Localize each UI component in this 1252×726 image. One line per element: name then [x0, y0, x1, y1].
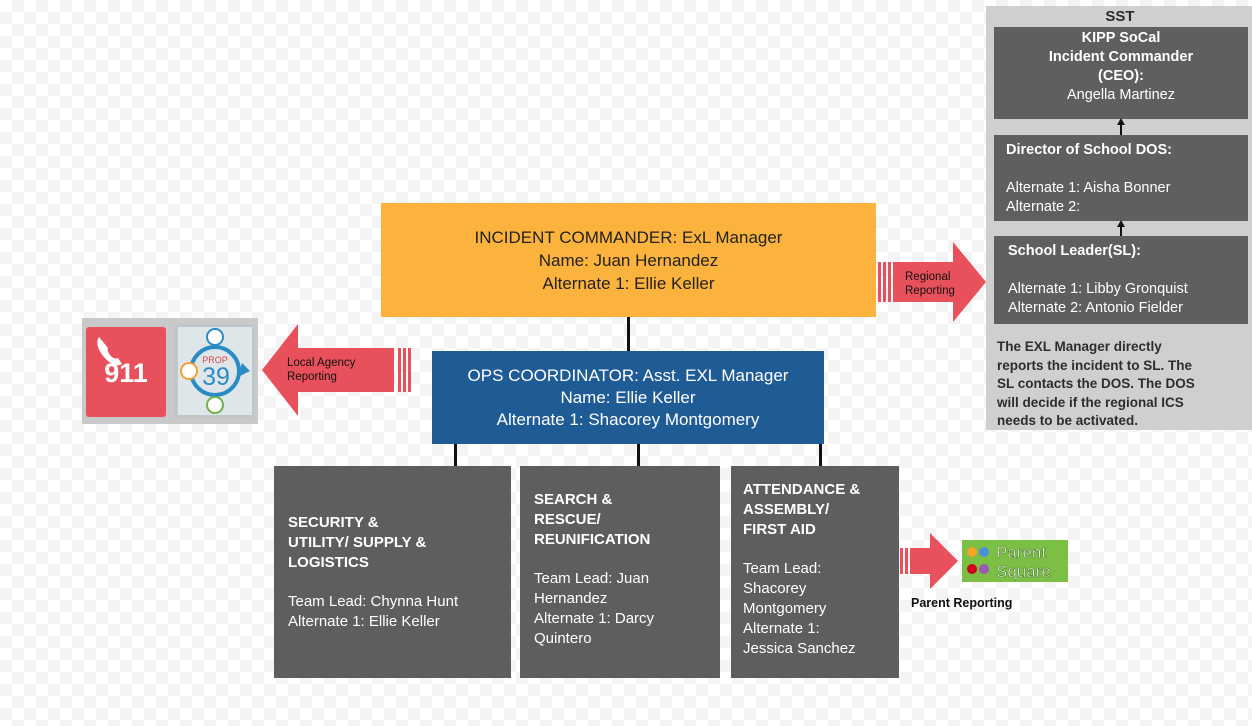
- sst-title: SST: [1105, 8, 1135, 25]
- prop39-icon: PROP 39: [175, 324, 255, 418]
- ic-name: Name: Juan Hernandez: [538, 250, 719, 270]
- local-agency-label: Local Agency Reporting: [287, 357, 356, 383]
- parentsquare-text2: Square: [996, 562, 1051, 581]
- team-text-line: Hernandez: [534, 590, 608, 607]
- sst-ceo-box: KIPP SoCal Incident Commander (CEO): Ang…: [994, 27, 1248, 119]
- dos-heading: Director of School DOS:: [1006, 142, 1172, 158]
- ic-to-ops-connector: [627, 317, 630, 351]
- prop-num-text: 39: [202, 363, 230, 391]
- team-search-rescue-box: SEARCH & RESCUE/ REUNIFICATION Team Lead…: [520, 466, 720, 678]
- team-text-line: Shacorey: [743, 580, 807, 597]
- sl-alt1: Alternate 1: Libby Gronquist: [1008, 281, 1188, 297]
- team-heading-line: RESCUE/: [534, 511, 601, 528]
- team-text-line: Alternate 1: Ellie Keller: [288, 613, 440, 630]
- team-text-line: Team Lead: Chynna Hunt: [288, 593, 459, 610]
- sst-note-line: reports the incident to SL. The: [997, 357, 1193, 373]
- ops-title: OPS COORDINATOR: Asst. EXL Manager: [467, 365, 789, 385]
- team-heading-line: FIRST AID: [743, 521, 816, 538]
- dos-to-ceo-connector: [1120, 124, 1122, 135]
- sst-note-line: SL contacts the DOS. The DOS: [997, 376, 1195, 391]
- team-text-line: Team Lead: Juan: [534, 570, 650, 587]
- team-heading-line: LOGISTICS: [288, 554, 369, 571]
- team-security-box: SECURITY & UTILITY/ SUPPLY & LOGISTICS T…: [274, 466, 511, 678]
- prop-top-text: PROP: [202, 355, 228, 365]
- parentsquare-logo: Parent Square: [962, 540, 1068, 582]
- sl-alt2: Alternate 2: Antonio Fielder: [1008, 300, 1183, 316]
- ic-title: INCIDENT COMMANDER: ExL Manager: [474, 227, 783, 247]
- dos-alt1: Alternate 1: Aisha Bonner: [1006, 180, 1171, 196]
- ops-to-team1-connector: [454, 444, 457, 466]
- sst-note-line: needs to be activated.: [997, 413, 1139, 428]
- emergency-911-text: 911: [104, 358, 148, 388]
- sl-heading: School Leader(SL):: [1008, 243, 1141, 259]
- team-heading-line: ASSEMBLY/: [743, 501, 830, 518]
- emergency-911-icon: 911: [86, 327, 166, 417]
- ops-to-team2-connector: [637, 444, 640, 466]
- sl-to-dos-connector: [1120, 226, 1122, 236]
- ic-alternate: Alternate 1: Ellie Keller: [542, 273, 715, 293]
- parentsquare-text1: Parent: [996, 543, 1046, 562]
- dos-alt2: Alternate 2:: [1006, 199, 1081, 215]
- ceo-name: Angella Martinez: [1067, 87, 1175, 103]
- sst-note-line: The EXL Manager directly: [997, 339, 1162, 354]
- sst-note-line: will decide if the regional ICS: [997, 394, 1184, 410]
- sl-to-dos-arrowhead: [1117, 220, 1125, 227]
- team-text-line: Jessica Sanchez: [743, 640, 856, 657]
- parent-reporting-arrow: [900, 533, 958, 589]
- team-text-line: Team Lead:: [743, 560, 822, 577]
- ceo-line3: (CEO):: [1098, 68, 1144, 84]
- team-text-line: Montgomery: [743, 600, 827, 617]
- sst-school-leader-box: School Leader(SL): Alternate 1: Libby Gr…: [994, 236, 1248, 324]
- team-text-line: Quintero: [534, 630, 592, 647]
- team-heading-line: SECURITY &: [288, 514, 379, 531]
- regional-reporting-arrow: [878, 242, 986, 322]
- ops-name: Name: Ellie Keller: [560, 387, 696, 407]
- regional-reporting-label: Regional Reporting: [905, 271, 955, 297]
- parent-reporting-label: Parent Reporting: [911, 596, 1013, 610]
- ops-coordinator-box: OPS COORDINATOR: Asst. EXL Manager Name:…: [432, 351, 824, 444]
- ceo-line1: KIPP SoCal: [1081, 30, 1161, 46]
- team-heading-line: ATTENDANCE &: [743, 481, 861, 498]
- local-agency-arrow: [262, 324, 411, 416]
- team-text-line: Alternate 1:: [743, 620, 820, 637]
- team-heading-line: UTILITY/ SUPPLY &: [288, 534, 427, 551]
- team-heading-line: SEARCH &: [534, 491, 613, 508]
- team-heading-line: REUNIFICATION: [534, 531, 651, 548]
- dos-to-ceo-arrowhead: [1117, 118, 1125, 125]
- incident-commander-box: INCIDENT COMMANDER: ExL Manager Name: Ju…: [381, 203, 876, 317]
- ops-alternate: Alternate 1: Shacorey Montgomery: [496, 409, 760, 429]
- sst-note: The EXL Manager directly reports the inc…: [997, 338, 1247, 431]
- ceo-line2: Incident Commander: [1048, 49, 1194, 65]
- team-text-line: Alternate 1: Darcy: [534, 610, 655, 627]
- sst-dos-box: Director of School DOS: Alternate 1: Ais…: [994, 135, 1248, 221]
- ops-to-team3-connector: [819, 444, 822, 466]
- team-attendance-box: ATTENDANCE & ASSEMBLY/ FIRST AID Team Le…: [731, 466, 899, 678]
